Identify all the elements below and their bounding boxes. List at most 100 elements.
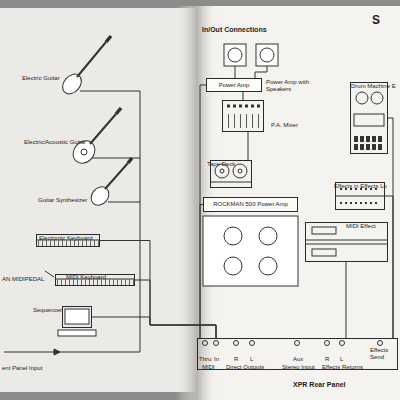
jack-label: R bbox=[325, 356, 329, 362]
text-holder: Sequencer bbox=[33, 298, 62, 316]
tape-reel bbox=[371, 92, 383, 104]
connector bbox=[92, 317, 216, 338]
device-label: XPR Rear Panel bbox=[293, 381, 346, 388]
rack-divider bbox=[305, 244, 388, 245]
cable bbox=[108, 202, 140, 203]
computer-screen bbox=[65, 309, 89, 324]
text-holder: Effects in Effects Lo bbox=[334, 174, 387, 192]
guitar-neck bbox=[77, 42, 106, 77]
computer-keyboard bbox=[58, 330, 96, 336]
cable bbox=[92, 158, 140, 159]
tape-hub bbox=[238, 169, 242, 173]
amp-box: ROCKMAN 500 Power Amp bbox=[203, 197, 298, 212]
jack-label: Thru bbox=[199, 356, 211, 362]
connector bbox=[243, 92, 244, 100]
jack bbox=[295, 341, 300, 346]
jack bbox=[325, 341, 330, 346]
drum-pads bbox=[354, 144, 384, 150]
jack-label: L bbox=[250, 356, 253, 362]
text-holder: S bbox=[372, 10, 380, 28]
jack bbox=[340, 341, 345, 346]
jack-label: R bbox=[234, 356, 238, 362]
device-label: MIDI Keyboard bbox=[66, 274, 106, 280]
speaker-wire bbox=[255, 66, 267, 78]
amp-box: Power Amp bbox=[206, 78, 262, 92]
text-holder: ROCKMAN 500 Power Amp bbox=[204, 198, 297, 211]
effects-unit: Effects in Effects Lo bbox=[335, 182, 385, 210]
text-holder: Aux bbox=[293, 347, 303, 365]
guitar-neck bbox=[105, 163, 128, 189]
connector bbox=[248, 132, 249, 160]
mixer-knobs bbox=[227, 105, 260, 108]
jack-label: L bbox=[340, 356, 343, 362]
speaker-wire bbox=[235, 66, 236, 78]
guitar-head bbox=[106, 36, 111, 42]
guitar-body bbox=[87, 183, 112, 209]
text-holder: Effects Returns bbox=[322, 355, 363, 373]
text-holder: Drum Machine E bbox=[351, 74, 396, 92]
connector bbox=[385, 196, 393, 338]
text-holder: Power Amp with Speakers bbox=[266, 79, 310, 92]
drum-display bbox=[354, 114, 384, 126]
text-holder: MIDI Effect bbox=[346, 214, 376, 232]
jack bbox=[234, 341, 239, 346]
jack-label: In bbox=[214, 356, 219, 362]
text-holder: Power Amp bbox=[207, 79, 261, 91]
tape-hub bbox=[220, 169, 224, 173]
instrument-label: Electric Guitar bbox=[22, 75, 60, 81]
sound-hole bbox=[81, 149, 87, 155]
page-letter: S bbox=[372, 13, 380, 27]
speaker-cone bbox=[228, 48, 242, 62]
device-label: ROCKMAN 500 Power Amp bbox=[213, 201, 288, 208]
keyboard: MIDI Keyboard bbox=[55, 274, 135, 286]
text-holder: R bbox=[234, 347, 238, 365]
tape-reel bbox=[356, 92, 368, 104]
jack bbox=[214, 341, 219, 346]
left-page bbox=[0, 8, 198, 392]
instrument-label: AN MIDIPEDAL bbox=[2, 276, 44, 282]
device-label: Drum Machine E bbox=[351, 83, 396, 89]
text-holder: XPR Rear Panel bbox=[293, 373, 346, 391]
speaker-cone bbox=[259, 227, 277, 245]
speaker-box bbox=[224, 44, 246, 66]
jack-label: Aux bbox=[293, 356, 303, 362]
guitar-head bbox=[116, 108, 121, 114]
text-holder: Stereo Input bbox=[282, 355, 315, 373]
cable bbox=[4, 91, 140, 352]
rack-display bbox=[312, 249, 336, 256]
jack-group-label: Stereo Input bbox=[282, 364, 315, 370]
rack-divider bbox=[305, 240, 388, 241]
text-holder: In/Out Connections bbox=[202, 18, 267, 36]
text-holder: Electric Guitar bbox=[22, 66, 60, 84]
text-holder: Electronic Keyboard bbox=[39, 226, 93, 244]
tape-deck: Tape Deck bbox=[210, 160, 252, 188]
leader-line bbox=[45, 271, 54, 277]
text-holder: P.A. Mixer bbox=[271, 113, 298, 131]
speaker-cone bbox=[260, 48, 274, 62]
mixer-faders bbox=[228, 114, 260, 128]
instrument-label: Electric/Acoustic Guitar bbox=[24, 139, 86, 145]
rack-display bbox=[312, 227, 336, 234]
text-holder: In bbox=[214, 347, 219, 365]
diagram-title: In/Out Connections bbox=[202, 26, 267, 33]
drum-pads bbox=[354, 136, 384, 142]
jack bbox=[378, 341, 383, 346]
text-holder: MIDI bbox=[202, 355, 215, 373]
text-holder: ent Panel Input bbox=[2, 356, 42, 374]
jack bbox=[250, 341, 255, 346]
text-holder: L bbox=[340, 347, 343, 365]
text-holder: Effects Send bbox=[370, 347, 396, 360]
text-holder: L bbox=[250, 347, 253, 365]
keyboard: Electronic Keyboard bbox=[36, 234, 100, 247]
text-holder: R bbox=[325, 347, 329, 365]
text-holder: AN MIDIPEDAL bbox=[2, 267, 44, 285]
text-holder: Thru bbox=[199, 347, 211, 365]
rack-divider bbox=[335, 196, 385, 197]
device-label: Tape Deck bbox=[207, 161, 235, 167]
speaker-box bbox=[256, 44, 278, 66]
text-holder: Tape Deck bbox=[207, 152, 235, 170]
device-label: Electronic Keyboard bbox=[39, 235, 93, 241]
